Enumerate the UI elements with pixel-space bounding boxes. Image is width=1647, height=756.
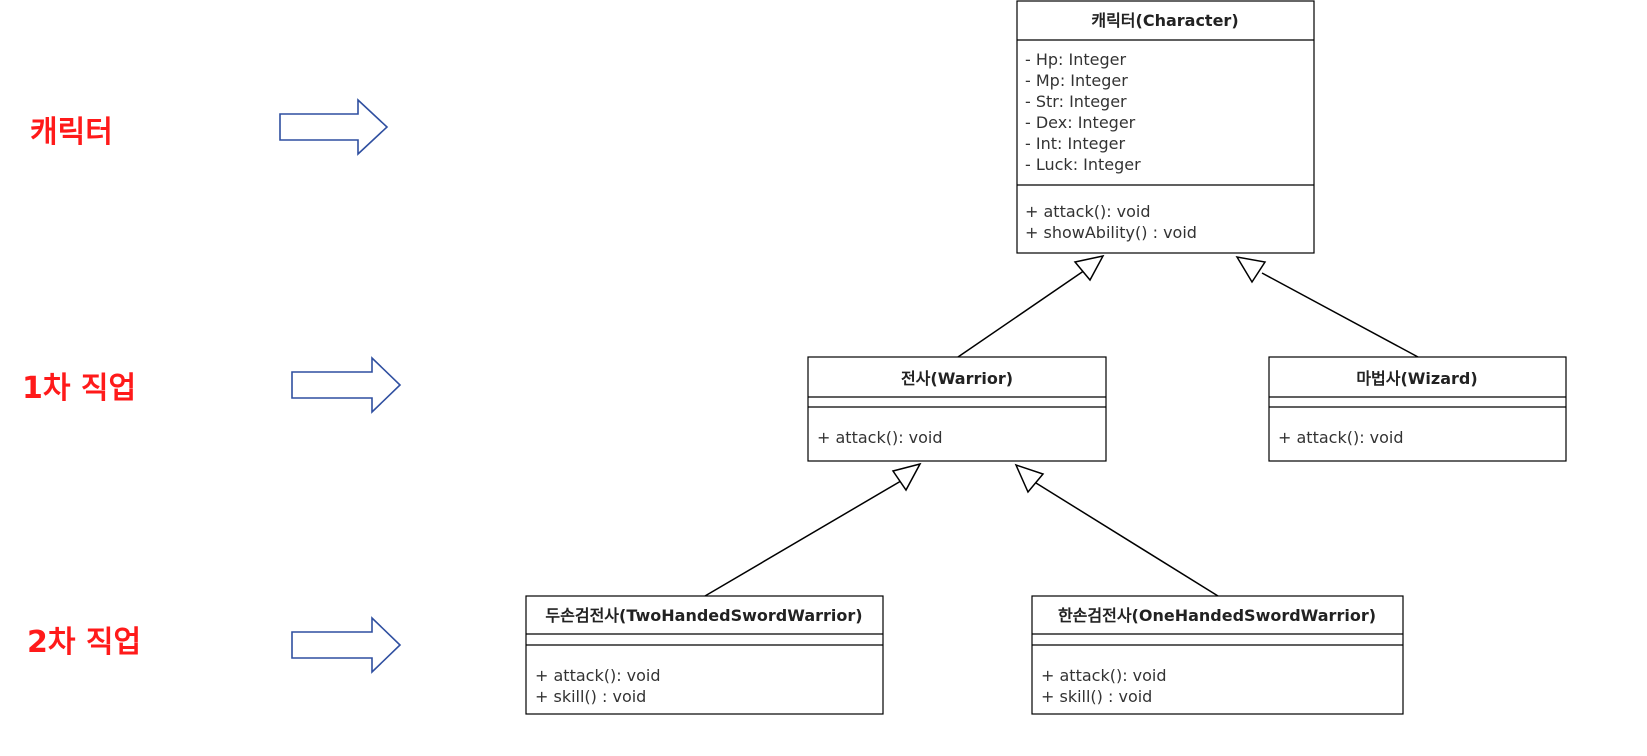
class-name-wizard: 마법사(Wizard) — [1356, 369, 1477, 388]
class-box-character: 캐릭터(Character) - Hp: Integer - Mp: Integ… — [1016, 0, 1315, 254]
class-box-wizard: 마법사(Wizard) + attack(): void — [1268, 356, 1567, 462]
level-arrow-icon-second-job — [291, 616, 402, 674]
method-attack: + attack(): void — [817, 428, 943, 447]
method-skill: + skill() : void — [535, 687, 646, 706]
method-attack: + attack(): void — [1278, 428, 1404, 447]
inheritance-onehanded-to-warrior — [1014, 463, 1219, 597]
level-arrow-icon-character — [279, 98, 389, 156]
class-box-one-handed-sword-warrior: 한손검전사(OneHandedSwordWarrior) + attack():… — [1031, 595, 1404, 715]
method-skill: + skill() : void — [1041, 687, 1152, 706]
class-name-two-handed-sword-warrior: 두손검전사(TwoHandedSwordWarrior) — [545, 606, 862, 625]
attribute-luck: - Luck: Integer — [1025, 155, 1141, 174]
attribute-hp: - Hp: Integer — [1025, 50, 1127, 69]
method-attack: + attack(): void — [1041, 666, 1167, 685]
level-arrow-icon-first-job — [291, 356, 402, 414]
level-label-first-job: 1차 직업 — [22, 371, 136, 406]
attribute-mp: - Mp: Integer — [1025, 71, 1128, 90]
class-name-warrior: 전사(Warrior) — [901, 369, 1013, 388]
method-attack: + attack(): void — [1025, 202, 1151, 221]
inheritance-twohanded-to-warrior — [704, 462, 922, 597]
class-box-two-handed-sword-warrior: 두손검전사(TwoHandedSwordWarrior) + attack():… — [525, 595, 884, 715]
attribute-str: - Str: Integer — [1025, 92, 1127, 111]
level-label-second-job: 2차 직업 — [27, 625, 141, 660]
inheritance-wizard-to-character — [1235, 255, 1419, 358]
class-box-warrior: 전사(Warrior) + attack(): void — [807, 356, 1107, 462]
level-label-character: 캐릭터 — [30, 115, 113, 150]
method-show-ability: + showAbility() : void — [1025, 223, 1197, 242]
attribute-int: - Int: Integer — [1025, 134, 1125, 153]
class-name-character: 캐릭터(Character) — [1091, 11, 1238, 30]
class-name-one-handed-sword-warrior: 한손검전사(OneHandedSwordWarrior) — [1058, 606, 1376, 625]
inheritance-warrior-to-character — [957, 254, 1105, 358]
attribute-dex: - Dex: Integer — [1025, 113, 1136, 132]
method-attack: + attack(): void — [535, 666, 661, 685]
